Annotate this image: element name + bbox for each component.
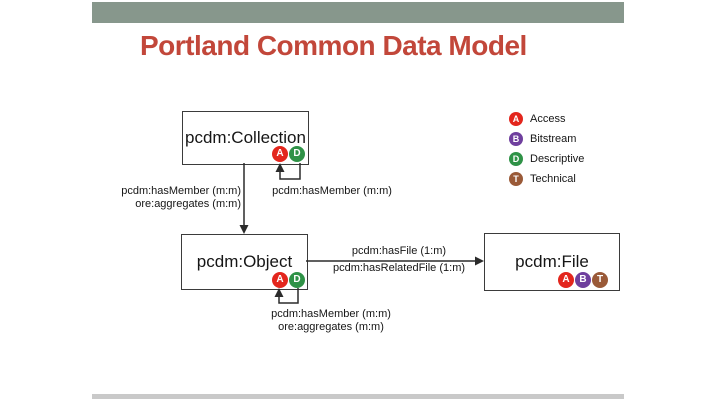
legend-item-technical: T Technical bbox=[509, 172, 584, 186]
legend-item-bitstream: B Bitstream bbox=[509, 132, 584, 146]
slide-bottom-bar bbox=[92, 394, 624, 399]
edge-label-line: ore:aggregates (m:m) bbox=[135, 198, 241, 210]
edge-collection-self-loop bbox=[279, 163, 301, 180]
legend-label: Descriptive bbox=[530, 153, 585, 165]
access-badge-icon: A bbox=[558, 272, 574, 288]
edge-label-line: pcdm:hasMember (m:m) bbox=[271, 308, 391, 320]
legend-label: Access bbox=[530, 113, 566, 125]
edge-object-self-loop bbox=[278, 288, 299, 304]
arrowhead-right-icon bbox=[475, 256, 484, 266]
node-pcdm-collection: pcdm:Collection bbox=[182, 111, 309, 165]
edge-label-object-self: pcdm:hasMember (m:m) ore:aggregates (m:m… bbox=[261, 308, 401, 334]
legend-label: Technical bbox=[530, 173, 576, 185]
descriptive-badge-icon: D bbox=[289, 146, 305, 162]
legend-label: Bitstream bbox=[530, 133, 577, 145]
access-badge-icon: A bbox=[272, 146, 288, 162]
arrowhead-up-icon bbox=[274, 288, 284, 297]
legend-item-descriptive: D Descriptive bbox=[509, 152, 584, 166]
node-label: pcdm:Object bbox=[196, 252, 293, 271]
descriptive-badge-icon: D bbox=[289, 272, 305, 288]
bitstream-badge-icon: B bbox=[575, 272, 591, 288]
descriptive-badge-icon: D bbox=[509, 152, 523, 166]
arrowhead-up-icon bbox=[275, 163, 285, 172]
edge-label-line: ore:aggregates (m:m) bbox=[278, 321, 384, 333]
edge-label-line: pcdm:hasMember (m:m) bbox=[121, 185, 241, 197]
node-label: pcdm:File bbox=[515, 252, 589, 271]
node-label: pcdm:Collection bbox=[185, 128, 306, 147]
bitstream-badge-icon: B bbox=[509, 132, 523, 146]
edge-label-hasrelatedfile: pcdm:hasRelatedFile (1:m) bbox=[332, 262, 466, 274]
edge-label-hasfile: pcdm:hasFile (1:m) bbox=[351, 245, 447, 257]
edge-label-collection-to-object: pcdm:hasMember (m:m) ore:aggregates (m:m… bbox=[95, 185, 241, 211]
slide-top-bar bbox=[92, 2, 624, 23]
access-badge-icon: A bbox=[272, 272, 288, 288]
technical-badge-icon: T bbox=[509, 172, 523, 186]
edge-label-collection-self: pcdm:hasMember (m:m) bbox=[272, 185, 392, 197]
page-title: Portland Common Data Model bbox=[140, 30, 527, 61]
legend-item-access: A Access bbox=[509, 112, 584, 126]
arrowhead-down-icon bbox=[239, 225, 249, 234]
access-badge-icon: A bbox=[509, 112, 523, 126]
legend: A Access B Bitstream D Descriptive T Tec… bbox=[509, 112, 584, 192]
technical-badge-icon: T bbox=[592, 272, 608, 288]
